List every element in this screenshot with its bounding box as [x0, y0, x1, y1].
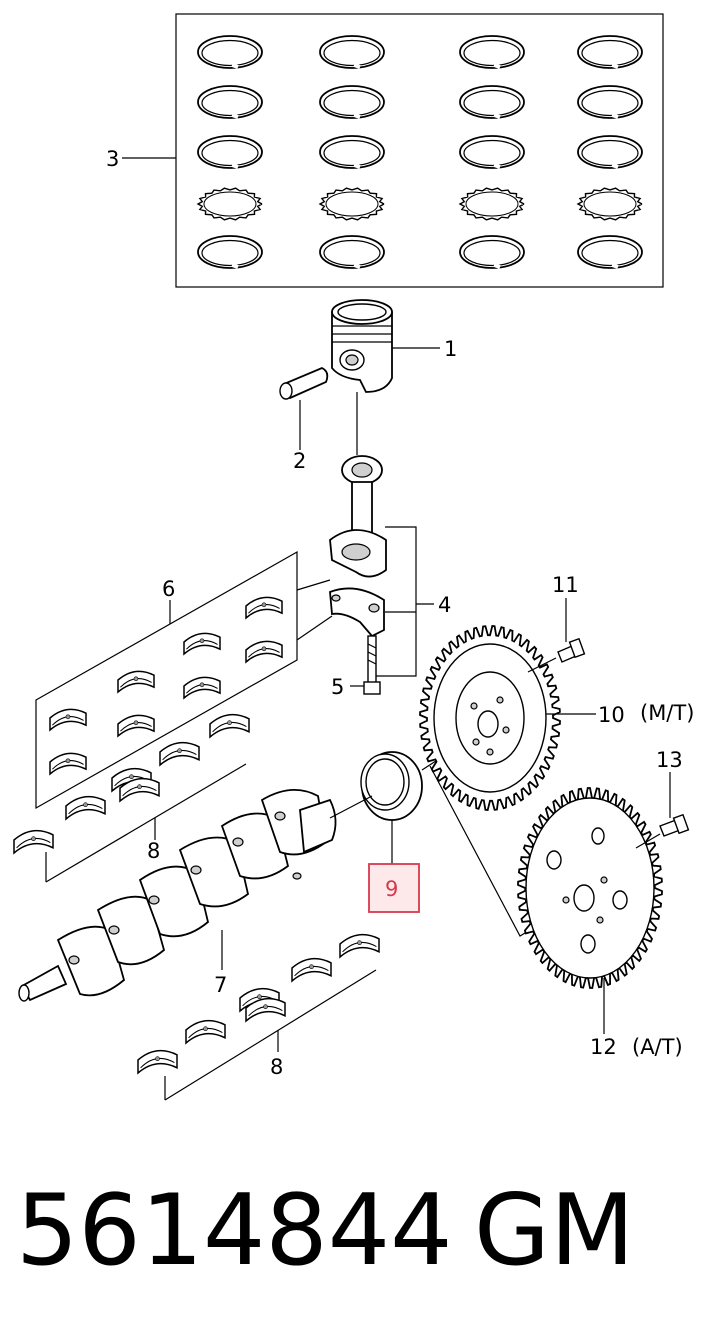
piston-ring [459, 35, 525, 69]
bearing-shell [117, 670, 155, 694]
bearing-shell [209, 713, 250, 739]
callout-1: 1 [444, 337, 457, 361]
piston-ring [577, 235, 643, 269]
bearing-shell [245, 997, 286, 1023]
bearing-shell [117, 714, 155, 738]
bearing-shell [245, 596, 283, 620]
callout-7: 7 [214, 973, 227, 997]
highlighted-callout-box[interactable] [368, 863, 420, 913]
piston-rings [196, 35, 643, 269]
callout-10-note: (M/T) [640, 701, 694, 725]
bearing-shell [49, 708, 87, 732]
crankshaft [18, 789, 337, 1002]
callout-3: 3 [106, 147, 119, 171]
piston-ring [459, 235, 525, 269]
piston-ring [459, 85, 525, 119]
piston-ring [577, 85, 643, 119]
bearing-shell [65, 795, 106, 821]
piston-ring [459, 135, 525, 169]
rear-oil-seal [360, 751, 423, 821]
bearing-shell [13, 829, 54, 855]
callout-12: 12 [590, 1035, 617, 1059]
piston-ring [319, 235, 385, 269]
bearing-shell [245, 640, 283, 664]
callout-6: 6 [162, 577, 175, 601]
piston-ring [197, 35, 263, 69]
bearing-shell [137, 1049, 178, 1075]
piston-pin [279, 367, 329, 400]
callout-5: 5 [331, 675, 344, 699]
piston-ring [458, 187, 525, 221]
piston [331, 299, 393, 393]
piston-ring [197, 85, 263, 119]
main-bearings-upper [13, 713, 250, 855]
bearing-shell [49, 752, 87, 776]
piston-ring [197, 235, 263, 269]
drive-plate-bolt [659, 813, 690, 837]
connecting-rod [329, 455, 387, 578]
flywheel-bolt [557, 637, 586, 663]
piston-ring [319, 85, 385, 119]
bearing-shell [185, 1019, 226, 1045]
flywheel [419, 625, 561, 811]
callout-13: 13 [656, 748, 683, 772]
piston-ring [319, 35, 385, 69]
callout-12-note: (A/T) [632, 1035, 683, 1059]
leader-4-bracket [376, 526, 417, 677]
ring-set-frame [175, 13, 664, 288]
piston-ring [577, 135, 643, 169]
piston-ring [197, 135, 263, 169]
bearing-shell [119, 777, 160, 803]
piston-ring [318, 187, 385, 221]
callout-4: 4 [438, 593, 451, 617]
bearing-shell [291, 957, 332, 983]
brand-name: GM [474, 1174, 635, 1288]
drive-plate [517, 787, 663, 989]
rod-bearings [49, 596, 283, 776]
callout-9-highlighted[interactable]: 9 [385, 877, 398, 901]
main-bearings-lower [137, 933, 380, 1075]
leader-8a-bracket [45, 763, 247, 883]
rod-cap [329, 587, 385, 638]
callout-8-lower: 8 [270, 1055, 283, 1079]
bearing-shell [159, 741, 200, 767]
piston-ring-set-group [175, 13, 664, 288]
bearing-shell [183, 676, 221, 700]
piston-ring [577, 35, 643, 69]
callout-10: 10 [598, 703, 625, 727]
part-number: 5614844 [16, 1174, 452, 1288]
piston-ring [319, 135, 385, 169]
piston-ring [576, 187, 643, 221]
bearing-shell [183, 632, 221, 656]
piston-ring [196, 187, 263, 221]
callout-8-upper: 8 [147, 839, 160, 863]
bearing-shell [339, 933, 380, 959]
rod-bolt [363, 635, 381, 695]
leader-8b-bracket [164, 969, 377, 1101]
seal-shaft-guide [329, 795, 373, 819]
rod-bearing-set-group [35, 550, 298, 810]
callout-11: 11 [552, 573, 579, 597]
callout-2: 2 [293, 449, 306, 473]
